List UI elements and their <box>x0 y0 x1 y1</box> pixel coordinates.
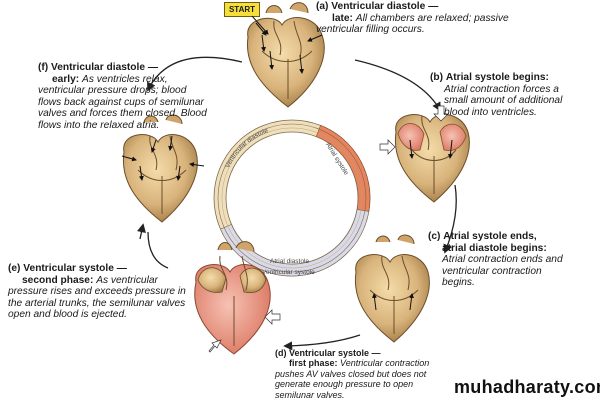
watermark-text: muhadharaty.com <box>454 377 600 397</box>
caption-a-heading2: late: <box>332 12 353 24</box>
caption-d-heading: Ventricular systole — <box>289 348 381 358</box>
caption-e: (e) Ventricular systole — second phase: … <box>8 263 186 321</box>
caption-e-heading: Ventricular systole — <box>23 263 127 274</box>
caption-b-body: Atrial contraction forces a small amount… <box>444 83 563 118</box>
caption-c-body: Atrial contraction ends and ventricular … <box>442 254 563 289</box>
caption-d: (d) Ventricular systole — first phase: V… <box>275 348 447 400</box>
heart-b <box>379 105 470 203</box>
arrow-a-to-b <box>354 59 441 112</box>
heart-f <box>121 114 205 223</box>
cycle-arrows <box>137 56 457 351</box>
caption-d-heading2: first phase: <box>289 358 338 369</box>
timing-ring <box>213 119 371 277</box>
start-label: START <box>224 2 260 17</box>
caption-a-label: (a) <box>316 1 329 12</box>
caption-f-heading2: early: <box>52 73 80 85</box>
arrow-b-to-c <box>443 184 457 254</box>
caption-b-heading: Atrial systole begins: <box>445 72 549 83</box>
ring-label-atrial-diastole: Atrial diastole <box>270 258 309 265</box>
heart-c <box>354 234 430 343</box>
heart-d <box>194 241 281 355</box>
caption-a: (a) Ventricular diastole — late: All cha… <box>316 1 516 36</box>
arrow-f-to-a <box>147 56 243 92</box>
ring-label-ventricular-diastole: Ventricular diastole <box>224 127 269 169</box>
caption-e-body: As ventricular pressure rises and exceed… <box>8 274 186 321</box>
caption-b-label: (b) <box>430 72 444 83</box>
caption-b: (b) Atrial systole begins: Atrial contra… <box>430 72 570 118</box>
caption-f: (f) Ventricular diastole — early: As ven… <box>38 62 208 132</box>
caption-d-label: (d) <box>275 348 287 358</box>
ring-label-atrial-systole: Atrial systole <box>324 141 350 176</box>
caption-f-heading: Ventricular diastole — <box>51 62 159 73</box>
caption-c: (c) Atrial systole ends, atrial diastole… <box>428 231 578 289</box>
caption-c-heading: Atrial systole ends, <box>443 231 537 242</box>
caption-d-body: Ventricular contraction pushes AV valves… <box>275 358 430 400</box>
arrow-e-to-f <box>147 231 169 269</box>
arrow-c-to-d <box>283 334 361 351</box>
caption-c-label: (c) <box>428 231 441 242</box>
caption-f-body: As ventricles relax, ventricular pressur… <box>38 73 207 131</box>
caption-e-label: (e) <box>8 263 21 274</box>
ring-label-ventricular-systole: Ventricular systole <box>262 269 315 276</box>
heart-a <box>246 2 325 108</box>
caption-f-label: (f) <box>38 62 49 73</box>
caption-a-body: All chambers are relaxed; passive ventri… <box>316 12 509 36</box>
caption-a-heading: Ventricular diastole — <box>331 1 439 12</box>
caption-e-heading2: second phase: <box>22 274 94 286</box>
caption-c-heading2: atrial diastole begins: <box>442 242 547 254</box>
